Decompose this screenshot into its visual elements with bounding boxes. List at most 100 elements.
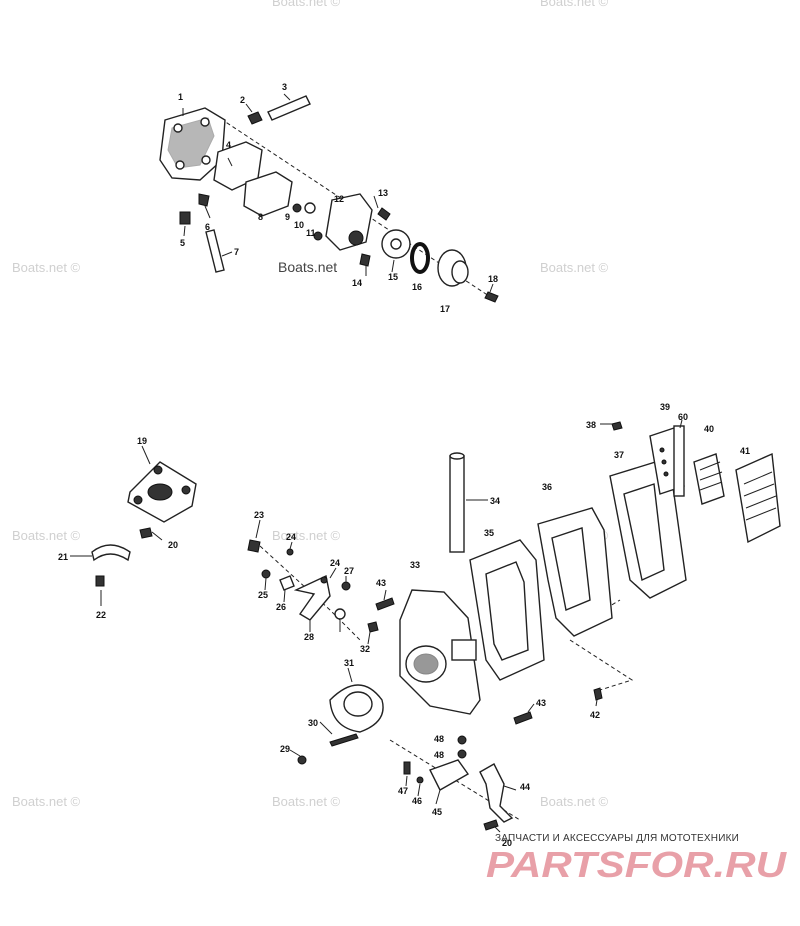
callout-38: 38	[586, 420, 596, 430]
part-25-nut	[261, 569, 271, 579]
callout-26: 26	[276, 602, 286, 612]
part-34-shaft	[449, 455, 465, 553]
part-46-washer	[416, 776, 424, 784]
callout-19: 19	[137, 436, 147, 446]
callout-33: 33	[410, 560, 420, 570]
callout-46: 46	[412, 796, 422, 806]
part-48-nut	[457, 735, 467, 745]
callout-48: 48	[434, 734, 444, 744]
part-40-reeds	[693, 453, 725, 505]
callout-1: 1	[178, 92, 183, 102]
part-48-washer	[457, 749, 467, 759]
callout-41: 41	[740, 446, 750, 456]
callout-44: 44	[520, 782, 530, 792]
callout-22: 22	[96, 610, 106, 620]
callout-47: 47	[398, 786, 408, 796]
watermark: Boats.net ©	[540, 794, 609, 809]
callout-40: 40	[704, 424, 714, 434]
fuel-pump-assembly	[159, 93, 499, 303]
callout-35: 35	[484, 528, 494, 538]
part-24-washer	[286, 548, 294, 556]
callout-32: 32	[360, 644, 370, 654]
part-9-check-valve	[292, 203, 302, 213]
part-44-bracket	[479, 763, 514, 823]
callout-labels: 1 2 3 4 5 6 7 8 9 10 11 12 13 14 15 16 1…	[58, 82, 750, 848]
callout-43: 43	[376, 578, 386, 588]
part-11-washer	[313, 231, 323, 241]
callout-15: 15	[388, 272, 398, 282]
callout-10: 10	[294, 220, 304, 230]
part-5-bolt	[179, 211, 191, 225]
watermark: Boats.net ©	[12, 260, 81, 275]
callout-23: 23	[254, 510, 264, 520]
part-45-bracket	[429, 759, 470, 791]
callout-45: 45	[432, 807, 442, 817]
part-47-screw	[403, 761, 411, 775]
watermark-dark: Boats.net	[278, 259, 337, 275]
part-22-screw	[95, 575, 105, 587]
callout-18: 18	[488, 274, 498, 284]
part-43-screw-lower	[513, 711, 533, 725]
callout-12: 12	[334, 194, 344, 204]
callout-28: 28	[304, 632, 314, 642]
part-14-fitting	[359, 253, 371, 267]
callout-25: 25	[258, 590, 268, 600]
callout-16: 16	[412, 282, 422, 292]
intake-assembly	[247, 419, 781, 833]
watermark: Boats.net ©	[12, 794, 81, 809]
callout-37: 37	[614, 450, 624, 460]
shop-logo: PARTSFOR.RU	[486, 844, 787, 885]
callout-13: 13	[378, 188, 388, 198]
shop-logo-text: PARTSFOR.RU	[486, 844, 787, 885]
part-32-screw	[367, 621, 379, 633]
callout-30: 30	[308, 718, 318, 728]
watermark: Boats.net ©	[540, 0, 609, 9]
part-20-screw	[139, 527, 153, 539]
callout-7: 7	[234, 247, 239, 257]
callout-4: 4	[226, 140, 231, 150]
part-6-fitting	[198, 193, 210, 207]
part-16-seal	[410, 242, 430, 274]
callout-5: 5	[180, 238, 185, 248]
bracket-parts	[70, 445, 197, 606]
watermark: Boats.net ©	[272, 794, 341, 809]
watermark: Boats.net ©	[272, 528, 341, 543]
callout-11: 11	[306, 228, 316, 238]
callout-24-b: 24	[330, 558, 340, 568]
callout-20-lower: 20	[502, 838, 512, 848]
part-27-nut	[341, 581, 351, 591]
callout-29: 29	[280, 744, 290, 754]
part-13-screw	[377, 207, 391, 221]
part-43-screw	[375, 597, 395, 611]
part-12-housing	[325, 193, 373, 251]
callout-3: 3	[282, 82, 287, 92]
part-2-fitting	[247, 111, 263, 125]
callout-27: 27	[344, 566, 354, 576]
part-23-screw	[247, 539, 261, 553]
callout-43-lower: 43	[536, 698, 546, 708]
callout-42: 42	[590, 710, 600, 720]
part-8-diaphragm	[243, 171, 293, 217]
callout-34: 34	[490, 496, 500, 506]
callout-21: 21	[58, 552, 68, 562]
callout-6: 6	[205, 222, 210, 232]
part-7-hose	[205, 229, 225, 273]
part-60-strip	[673, 425, 685, 497]
callout-24: 24	[286, 532, 296, 542]
part-41-reed-block	[735, 452, 781, 544]
watermark: Boats.net ©	[272, 0, 341, 9]
callout-39: 39	[660, 402, 670, 412]
callout-48-b: 48	[434, 750, 444, 760]
part-26-lever	[279, 575, 295, 591]
part-20-screw-lower	[483, 819, 499, 831]
watermark: Boats.net ©	[540, 260, 609, 275]
part-30-pin	[329, 733, 359, 747]
callout-17: 17	[440, 304, 450, 314]
watermark: Boats.net ©	[12, 528, 81, 543]
callout-31: 31	[344, 658, 354, 668]
part-21-clamp	[91, 544, 131, 562]
part-29-nut	[297, 755, 307, 765]
part-18-screw	[484, 291, 499, 303]
part-10-clip	[304, 202, 316, 214]
